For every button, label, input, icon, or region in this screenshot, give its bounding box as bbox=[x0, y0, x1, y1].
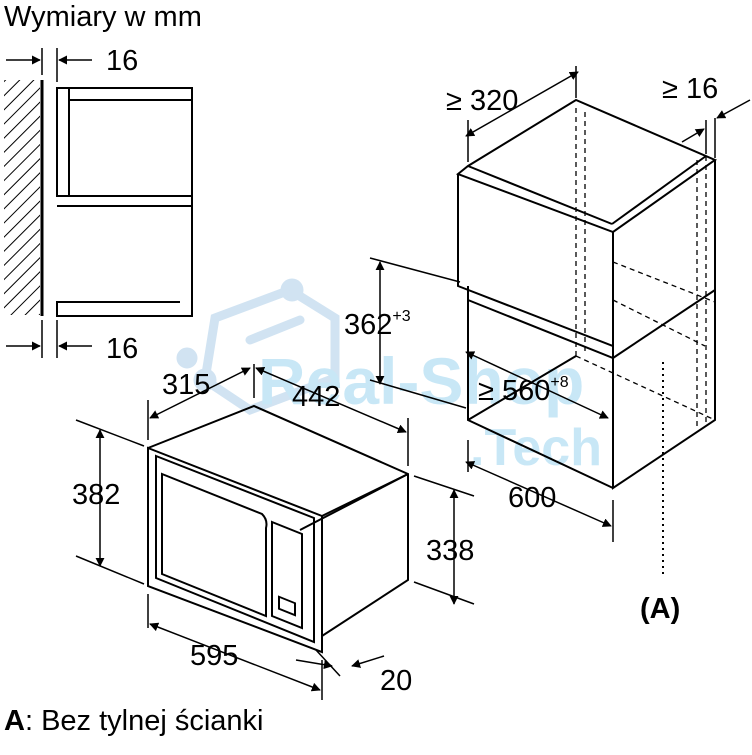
cabinet-width-min-label: ≥ 320 bbox=[446, 85, 518, 117]
cabinet-depth-offset-label: ≥ 16 bbox=[662, 73, 718, 105]
body-width-label: 442 bbox=[292, 381, 340, 413]
diagram-title: Wymiary w mm bbox=[4, 1, 202, 33]
watermark-text-line2: .Tech bbox=[470, 419, 602, 477]
cabinet-hidden-lines bbox=[575, 108, 716, 430]
wall-hatching bbox=[4, 80, 40, 315]
cabinet-drawing: ≥ 320 ≥ 16 362+3 ≥ 560+8 600 (A) bbox=[344, 66, 751, 625]
body-depth-label: 315 bbox=[162, 369, 210, 401]
frame-thickness-label: 20 bbox=[380, 665, 412, 697]
legend-note: A: Bez tylnej ścianki bbox=[4, 705, 264, 737]
wall-offset-dims bbox=[6, 48, 92, 358]
marker-a-label: (A) bbox=[640, 593, 680, 625]
wall-section-view: 16 16 bbox=[4, 45, 193, 365]
niche-height-label: 362+3 bbox=[344, 308, 411, 341]
frame-height-label: 382 bbox=[72, 479, 120, 511]
frame-profile bbox=[56, 87, 193, 317]
cabinet-width-label: 600 bbox=[508, 482, 556, 514]
niche-depth-label: ≥ 560+8 bbox=[478, 374, 569, 407]
appliance-drawing: 382 315 442 338 595 20 bbox=[72, 364, 474, 700]
wall-offset-bottom-label: 16 bbox=[106, 333, 138, 365]
wall-offset-top-label: 16 bbox=[106, 45, 138, 77]
appliance-outline bbox=[147, 404, 409, 654]
cabinet-dimension-lines bbox=[369, 66, 751, 542]
appliance-dimension-lines bbox=[75, 364, 475, 700]
body-height-label: 338 bbox=[426, 535, 474, 567]
frame-width-label: 595 bbox=[190, 640, 238, 672]
